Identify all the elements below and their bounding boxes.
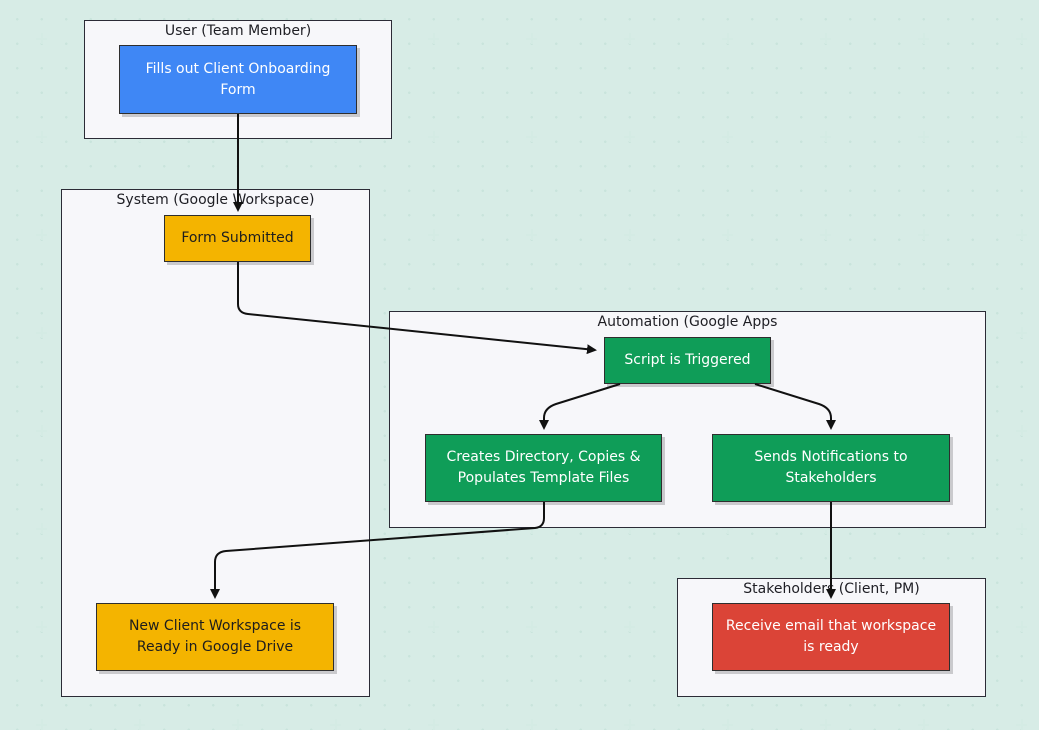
grid-cross [624, 131, 635, 142]
grid-cross [1016, 719, 1027, 730]
grid-cross [134, 719, 145, 730]
grid-cross [36, 33, 47, 44]
grid-cross [1016, 229, 1027, 240]
grid-cross [1016, 425, 1027, 436]
form-submitted-label: Form Submitted [181, 230, 294, 246]
grid-cross [624, 719, 635, 730]
grid-cross [722, 131, 733, 142]
grid-cross [624, 229, 635, 240]
creates-directory-node[interactable]: Creates Directory, Copies & Populates Te… [425, 434, 662, 502]
grid-cross [526, 719, 537, 730]
fill-form-label: Fills out Client Onboarding Form [145, 60, 331, 98]
grid-cross [1016, 131, 1027, 142]
grid-cross [722, 33, 733, 44]
grid-cross [36, 131, 47, 142]
script-triggered-label: Script is Triggered [624, 352, 751, 368]
grid-cross [428, 131, 439, 142]
grid-cross [36, 719, 47, 730]
grid-cross [428, 229, 439, 240]
grid-cross [820, 719, 831, 730]
grid-cross [428, 33, 439, 44]
grid-cross [820, 131, 831, 142]
automation-group-title: Automation (Google Apps [597, 314, 778, 330]
grid-cross [330, 719, 341, 730]
user-group-title: User (Team Member) [164, 23, 312, 39]
grid-cross [428, 621, 439, 632]
grid-cross [526, 621, 537, 632]
grid-cross [624, 621, 635, 632]
stakeholders-group-title: Stakeholders (Client, PM) [743, 581, 920, 597]
grid-cross [722, 719, 733, 730]
fill-form-node[interactable]: Fills out Client Onboarding Form [119, 45, 357, 114]
grid-cross [526, 33, 537, 44]
grid-cross [820, 229, 831, 240]
grid-cross [526, 229, 537, 240]
grid-cross [1016, 327, 1027, 338]
grid-cross [918, 719, 929, 730]
grid-cross [36, 523, 47, 534]
system-group-title: System (Google Workspace) [116, 192, 315, 208]
grid-cross [1016, 621, 1027, 632]
grid-cross [1016, 523, 1027, 534]
grid-cross [36, 621, 47, 632]
sends-notifications-label: Sends Notifications to Stakeholders [754, 449, 908, 486]
grid-cross [526, 131, 537, 142]
sends-notifications-node[interactable]: Sends Notifications to Stakeholders [712, 434, 950, 502]
grid-cross [36, 327, 47, 338]
workspace-ready-label: New Client Workspace is Ready in Google … [128, 618, 302, 655]
creates-directory-label: Creates Directory, Copies & Populates Te… [446, 449, 641, 486]
receive-email-node[interactable]: Receive email that workspace is ready [712, 603, 950, 671]
grid-cross [36, 425, 47, 436]
grid-cross [1016, 33, 1027, 44]
form-submitted-node[interactable]: Form Submitted [164, 215, 311, 262]
receive-email-label: Receive email that workspace is ready [725, 618, 937, 655]
grid-cross [232, 719, 243, 730]
grid-cross [624, 33, 635, 44]
grid-cross [918, 33, 929, 44]
script-triggered-node[interactable]: Script is Triggered [604, 337, 771, 384]
grid-cross [36, 229, 47, 240]
grid-cross [428, 719, 439, 730]
grid-cross [722, 229, 733, 240]
grid-cross [918, 131, 929, 142]
grid-cross [918, 229, 929, 240]
grid-cross [820, 33, 831, 44]
workspace-ready-node[interactable]: New Client Workspace is Ready in Google … [96, 603, 334, 671]
